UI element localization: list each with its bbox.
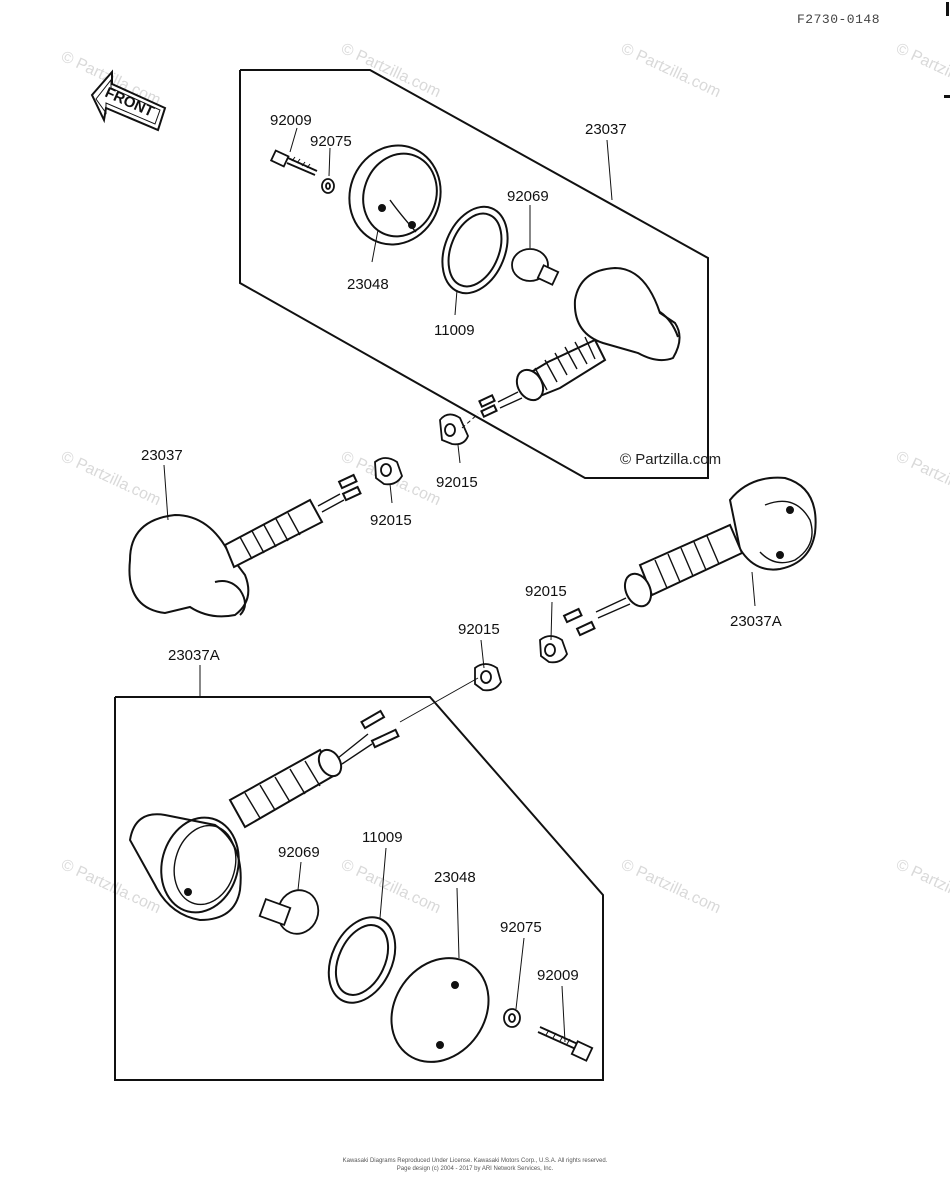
housing-23037-top: [478, 266, 681, 419]
label-92015-left: 92015: [370, 512, 412, 529]
label-23048-top: 23048: [347, 276, 389, 293]
label-92069-bottom: 92069: [278, 844, 320, 861]
label-23037A-right: 23037A: [730, 613, 782, 630]
label-92075-top: 92075: [310, 133, 352, 150]
label-92069-top: 92069: [507, 188, 549, 205]
bottom-assembly-outline: [114, 696, 604, 1081]
bulb-92069-top: [511, 248, 560, 286]
label-23037-top: 23037: [585, 121, 627, 138]
label-92009-bottom: 92009: [537, 967, 579, 984]
gasket-11009-top: [441, 205, 509, 295]
grommet-92015-right: [539, 635, 568, 664]
label-23037-left: 23037: [141, 447, 183, 464]
lens-cover-23048-bottom: [390, 957, 490, 1063]
grommet-92015-left: [374, 457, 403, 486]
label-92009-top: 92009: [270, 112, 312, 129]
watermark: © Partzilla.com: [618, 40, 723, 101]
washer-92075-top: [321, 178, 335, 194]
bolt-92009-top: [269, 149, 318, 176]
watermark: © Partzilla.com: [893, 856, 950, 917]
housing-23037A-bottom: [128, 709, 400, 922]
lens-cover-23048-top: [348, 144, 442, 246]
label-11009-bottom: 11009: [362, 829, 403, 846]
edge-mark: [944, 95, 950, 98]
label-11009-top: 11009: [434, 322, 475, 339]
watermark: © Partzilla.com: [893, 40, 950, 101]
part-labels: 92009 92075 23037 92069 23048 11009 9201…: [141, 112, 782, 984]
reference-code: F2730-0148: [796, 12, 880, 27]
leader-line: [461, 413, 479, 429]
gasket-11009-bottom: [327, 916, 397, 1004]
copyright-mark: © Partzilla.com: [620, 451, 722, 468]
label-92075-bottom: 92075: [500, 919, 542, 936]
edge-mark: [946, 2, 949, 16]
label-92015-center: 92015: [458, 621, 500, 638]
grommet-92015-center: [474, 663, 502, 692]
footer-line-2: Page design (c) 2004 - 2017 by ARI Netwo…: [396, 1166, 554, 1172]
bulb-92069-bottom: [258, 889, 320, 935]
label-23048-bottom: 23048: [434, 869, 476, 886]
top-assembly-outline: [239, 69, 709, 479]
bolt-92009-bottom: [537, 1026, 594, 1062]
washer-92075-bottom: [503, 1008, 521, 1028]
watermark: © Partzilla.com: [338, 856, 443, 917]
housing-23037A-right: [562, 476, 817, 637]
footer-line-1: Kawasaki Diagrams Reproduced Under Licen…: [342, 1158, 608, 1164]
label-92015-mid-top: 92015: [436, 474, 478, 491]
footer: Kawasaki Diagrams Reproduced Under Licen…: [0, 1157, 950, 1173]
watermark: © Partzilla.com: [618, 856, 723, 917]
watermarks: © Partzilla.com © Partzilla.com © Partzi…: [58, 40, 950, 917]
label-92015-right: 92015: [525, 583, 567, 600]
grommet-92015-top: [439, 413, 469, 446]
watermark: © Partzilla.com: [893, 448, 950, 509]
label-23037A-bottom: 23037A: [168, 647, 220, 664]
housing-23037-left: [128, 473, 362, 618]
leader-line: [399, 677, 479, 723]
leader-lines: [163, 127, 756, 1043]
